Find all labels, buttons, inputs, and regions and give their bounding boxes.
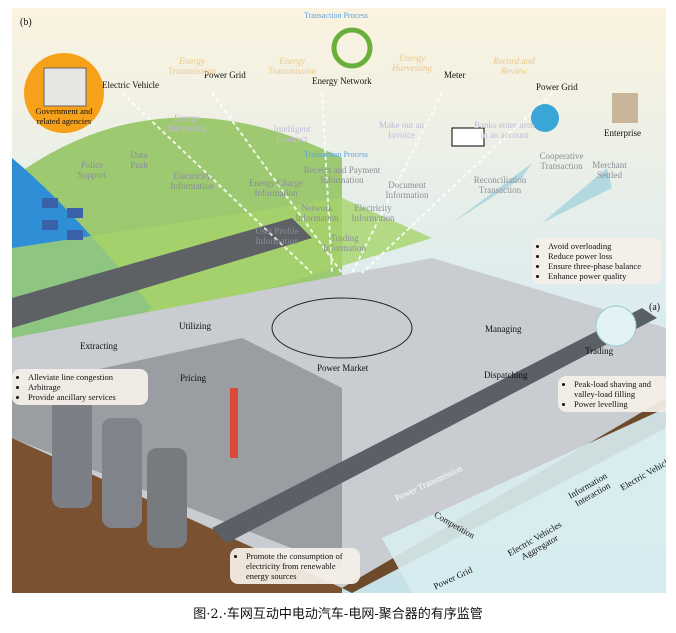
user-profile-info: User Profile Information [255, 226, 299, 246]
bullet-item: Reduce power loss [548, 251, 656, 261]
energy-transmission-2: Energy Transmission [267, 56, 317, 76]
managing-label: Managing [485, 324, 522, 334]
pricing-label: Pricing [180, 373, 206, 383]
background-art [12, 8, 666, 593]
energy-charge-info: Energy Charge Information [249, 178, 303, 198]
data-push: Data Push [130, 150, 148, 170]
electricity-info-2: Electricity Information [351, 203, 395, 223]
invoice-icon [451, 127, 485, 147]
trading-icon [595, 305, 637, 347]
extracting-label: Extracting [80, 341, 118, 351]
market-benefits-box: Alleviate line congestion Arbitrage Prov… [12, 369, 148, 405]
energy-network-label: Energy Network [312, 76, 372, 86]
figure-caption: 图·2.·车网互动中电动汽车-电网-聚合器的有序监管 [193, 607, 483, 622]
trading-info: Trading Information [323, 233, 366, 253]
receipt-payment-info: Receipt and Payment Information [303, 165, 381, 185]
illustration: (b) (a) Transaction Process Electric Veh… [12, 8, 666, 593]
power-market-label: Power Market [317, 363, 369, 373]
record-review: Record and Review [493, 56, 535, 76]
transaction-process-top: Transaction Process [304, 11, 368, 20]
trading-label: Trading [585, 346, 614, 356]
bullet-item: Power levelling [574, 399, 664, 409]
government-building-icon [43, 67, 87, 107]
government-label: Government and related agencies [35, 106, 93, 126]
network-info: Network Information [295, 203, 339, 223]
document-info: Document Information [385, 180, 429, 200]
bullet-item: Ensure three-phase balance [548, 261, 656, 271]
bullet-item: Provide ancillary services [28, 392, 142, 402]
transaction-process-mid: Transaction Process [304, 150, 368, 159]
energy-harvesting-2: Energy Harvesting [167, 113, 207, 133]
bullet-item: Arbitrage [28, 382, 142, 392]
energy-transmission-1: Energy Transmission [167, 56, 217, 76]
load-benefits-box: Peak-load shaving and valley-load fillin… [558, 376, 666, 412]
road [212, 308, 657, 543]
merchant-settled: Merchant Settled [592, 160, 627, 180]
dispatching-label: Dispatching [484, 370, 528, 380]
bullet-item: Avoid overloading [548, 241, 656, 251]
dam [12, 218, 312, 328]
banks-enter: Banks enter item in an account [474, 120, 535, 140]
power-market-ring [271, 297, 413, 359]
bullet-item: Alleviate line congestion [28, 372, 142, 382]
electricity-info-1: Electricity Information [170, 171, 214, 191]
energy-harvesting-1: Energy Harvesting [392, 53, 432, 73]
enterprise-building-icon [612, 93, 638, 123]
bullet-item: Enhance power quality [548, 271, 656, 281]
cooperative-transaction: Cooperative Transaction [539, 151, 584, 171]
reconciliation-transaction: Reconciliation Transaction [473, 175, 527, 195]
electric-vehicle-label: Electric Vehicle [102, 80, 160, 90]
grid-benefits-box: Avoid overloading Reduce power loss Ensu… [532, 238, 662, 284]
power-grid-label-2: Power Grid [536, 82, 578, 92]
intelligent-contract: Intelligent Contract [273, 124, 311, 144]
police-support: Police Support [77, 160, 107, 180]
globe-icon [331, 27, 373, 69]
make-invoice: Make out an Invoice [379, 120, 424, 140]
bullet-item: Promote the consumption of electricity f… [246, 551, 354, 581]
enterprise-label: Enterprise [604, 128, 641, 138]
bullet-item: Peak-load shaving and valley-load fillin… [574, 379, 664, 399]
aggregator-area [382, 408, 666, 593]
renewable-box: Promote the consumption of electricity f… [230, 548, 360, 584]
bank-icon [531, 104, 559, 132]
panel-b-label: (b) [20, 17, 32, 28]
panel-a-label: (a) [649, 302, 661, 313]
meter-label: Meter [444, 70, 466, 80]
utilizing-label: Utilizing [179, 321, 211, 331]
power-grid-label-1: Power Grid [204, 70, 246, 80]
